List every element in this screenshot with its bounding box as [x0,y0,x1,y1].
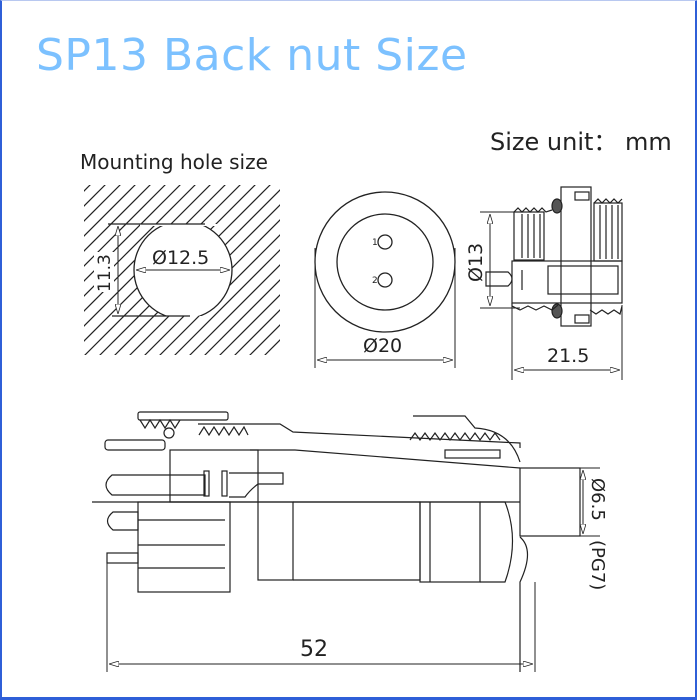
thread-diameter-dim: Ø13 [465,243,487,282]
side-length-dim: 21.5 [547,345,589,367]
front-diameter-dim: Ø20 [363,335,402,357]
page-title: SP13 Back nut Size [36,30,468,81]
front-view [314,191,456,368]
cable-diameter-dim: Ø6.5 [587,478,608,521]
mounting-hole-label: Mounting hole size [80,150,268,174]
unit-label: Size unit： mm [490,128,672,156]
gland-size-label: (PG7) [587,540,608,590]
assembly-view [92,411,600,672]
side-view [480,186,623,380]
pin-1-label: 1 [372,238,378,248]
hole-height-dim: 11.3 [95,254,115,292]
total-length-dim: 52 [300,637,328,662]
pin-2-label: 2 [372,276,378,286]
hole-diameter-dim: Ø12.5 [152,247,209,269]
